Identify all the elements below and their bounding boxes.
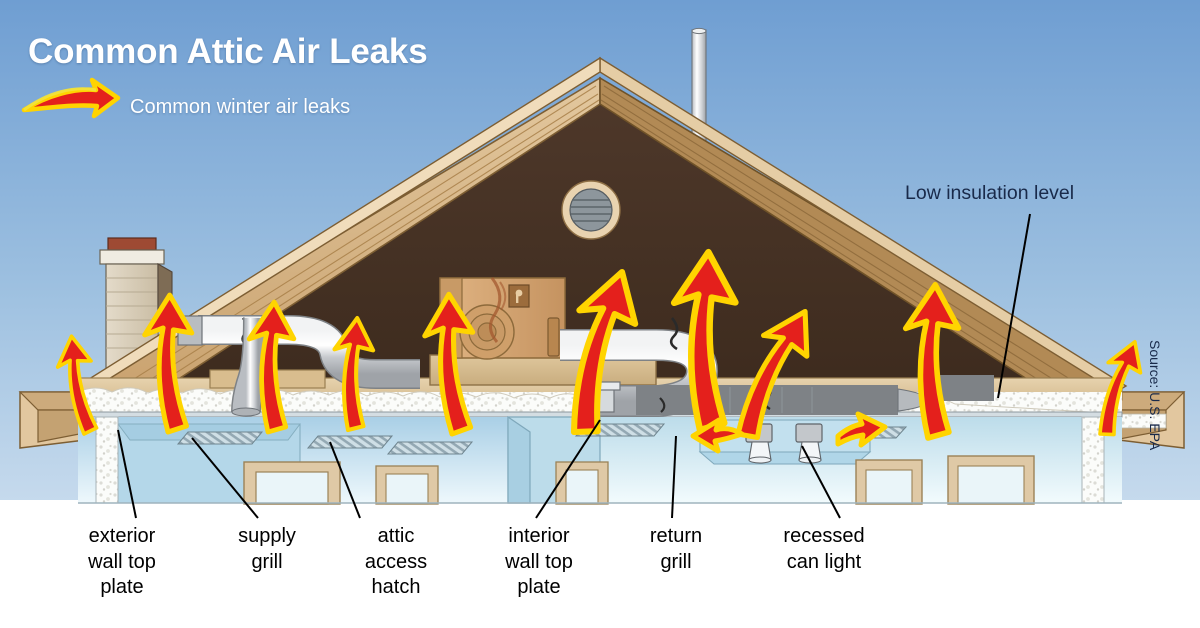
leader-exterior-wall-top-plate: [117, 429, 137, 519]
label-supply-grill: supply grill: [238, 525, 296, 573]
ceiling-register-2: [306, 435, 394, 449]
label-return-grill: return grill: [649, 525, 703, 573]
label-band-background: [0, 500, 1200, 628]
leader-interior-wall-top-plate: [535, 419, 601, 519]
legend-label: Common winter air leaks: [130, 96, 351, 118]
curved-red-arrow-icon: [21, 77, 121, 119]
low-insulation-callout: Low insulation level: [905, 182, 1075, 204]
supply-duct-riser: [231, 317, 273, 417]
label-attic-access-hatch: attic access hatch: [364, 525, 428, 599]
air-handler-unit: [209, 277, 657, 389]
ceiling-register-3: [386, 441, 474, 455]
doorway: [243, 461, 341, 505]
label-exterior-wall-top-plate: exterior wall top plate: [88, 525, 156, 599]
page-title: Common Attic Air Leaks: [28, 32, 428, 71]
can-light-arrows: [690, 411, 888, 454]
leader-recessed-can-light: [801, 445, 841, 519]
leak-arrow-can-light-right: [835, 411, 888, 448]
label-interior-wall-top-plate: interior wall top plate: [505, 525, 573, 599]
gable-vent: [561, 180, 621, 240]
doorway-2: [375, 465, 439, 505]
leader-attic-access-hatch: [329, 441, 361, 519]
leader-lines: [117, 213, 1031, 519]
source-credit: Source: U.S. EPA: [1147, 340, 1163, 451]
window-right-1: [855, 459, 923, 505]
attic-interior: [140, 95, 1060, 395]
leader-return-grill: [671, 435, 677, 519]
label-recessed-can-light: recessed can light: [783, 525, 865, 573]
recessed-can-light-2: [795, 423, 823, 464]
leak-arrow-can-light-left: [690, 417, 745, 454]
supply-grill: [176, 431, 264, 445]
window-right-2: [947, 455, 1035, 505]
doorway-3: [555, 461, 609, 505]
leader-supply-grill: [191, 437, 259, 519]
leader-low-insulation-level: [997, 213, 1031, 399]
